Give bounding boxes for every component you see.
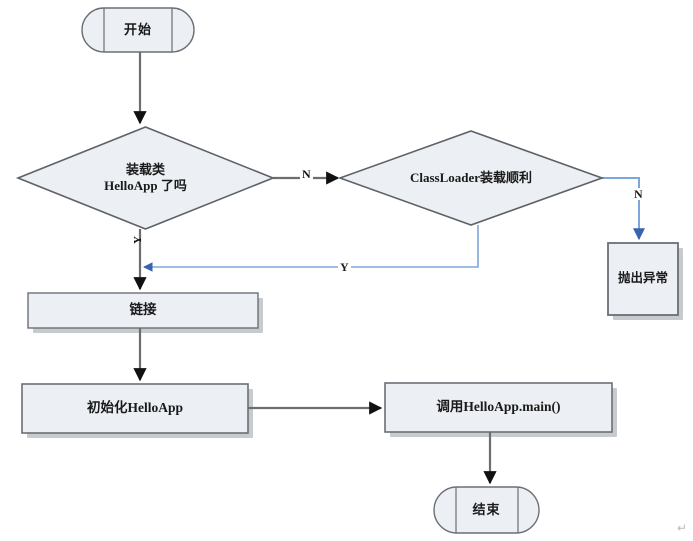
paragraph-mark-icon: ↵ [676,521,687,535]
node-link-shape [27,292,259,329]
node-throw-shape [607,242,679,316]
connector-loader-yes-to-link [143,225,479,272]
node-callmain-shape [384,382,613,433]
node-end-shape [433,486,540,534]
node-init-shape [21,383,249,434]
connector-loader-no-to-throw [602,177,645,241]
node-check-shape [15,126,276,230]
node-loader-shape [337,130,605,226]
node-start-shape [81,7,195,53]
